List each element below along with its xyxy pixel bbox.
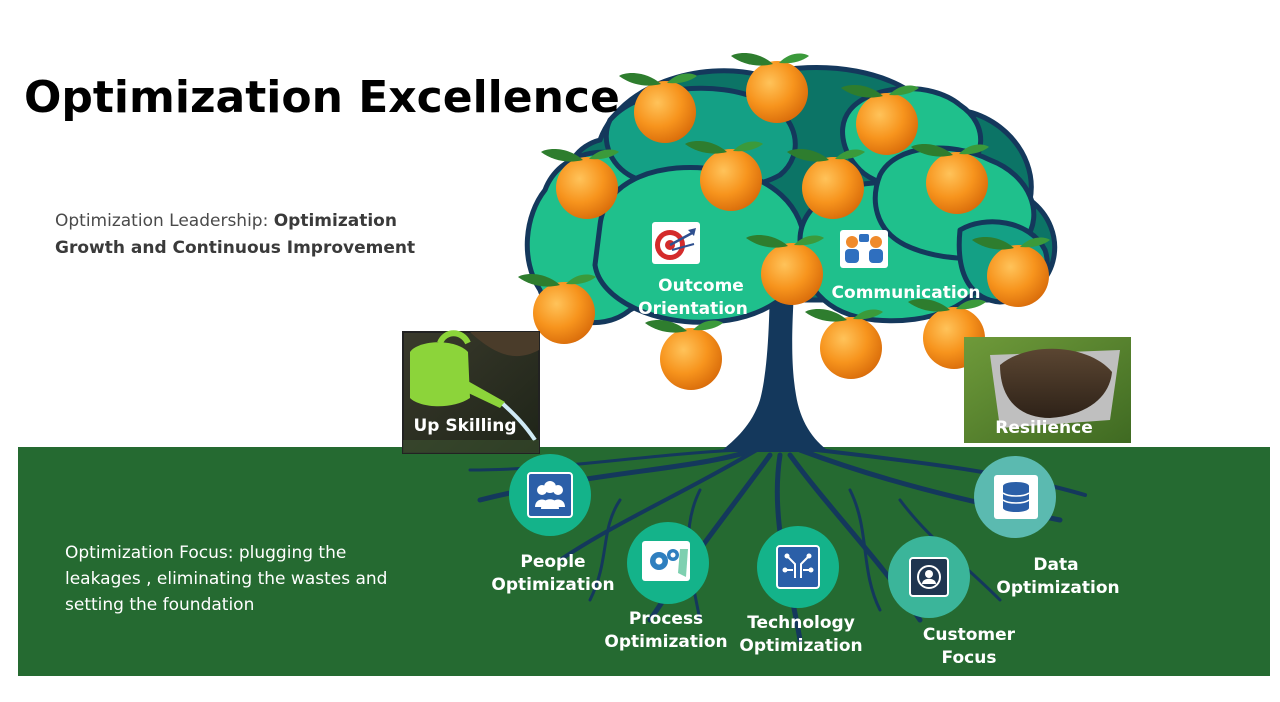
side-image-label: Up Skilling: [413, 416, 516, 436]
target-icon: [652, 222, 700, 264]
leadership-text: Optimization Leadership: Optimization Gr…: [55, 208, 435, 262]
root-label-line1: Customer: [923, 625, 1016, 645]
orange-fruit: [518, 274, 596, 344]
root-label-line1: Technology: [747, 613, 855, 633]
root-process-optimization: Process Optimization: [604, 522, 728, 652]
orange-fruit: [619, 73, 697, 143]
root-label-line1: People: [520, 552, 585, 572]
database-icon: [994, 475, 1038, 519]
customer-icon: [909, 557, 949, 597]
root-people-optimization: People Optimization: [491, 454, 615, 595]
root-data-optimization: Data Optimization: [974, 456, 1120, 598]
orange-fruit: [911, 144, 989, 214]
orange-fruit: [731, 53, 809, 123]
tree-trunk: [720, 260, 830, 452]
focus-text: Optimization Focus: plugging the leakage…: [65, 540, 425, 618]
root-label-line1: Process: [629, 609, 703, 629]
focus-value: plugging the leakages , eliminating the …: [65, 543, 388, 615]
orange-fruit: [685, 141, 763, 211]
root-label-line2: Optimization: [604, 632, 727, 652]
root-label-line2: Optimization: [739, 636, 862, 656]
oranges: [518, 53, 1050, 390]
root-label-line2: Focus: [942, 648, 997, 668]
leadership-label: Optimization Leadership:: [55, 211, 269, 231]
branch-label-line1: Communication: [832, 283, 981, 303]
root-label-line1: Data: [1033, 555, 1078, 575]
branch-label-line1: Outcome: [658, 276, 744, 296]
people-icon: [527, 472, 573, 518]
branch-communication: Communication: [832, 230, 981, 303]
focus-label: Optimization Focus:: [65, 543, 234, 563]
communication-icon: [840, 230, 888, 268]
root-label-line2: Optimization: [996, 578, 1119, 598]
root-technology-optimization: Technology Optimization: [739, 526, 863, 656]
orange-fruit: [972, 237, 1050, 307]
side-image-resilience: Resilience: [964, 337, 1131, 443]
orange-fruit: [645, 320, 723, 390]
orange-fruit: [841, 85, 919, 155]
side-image-label: Resilience: [995, 418, 1092, 438]
branch-outcome-orientation: Outcome Orientation: [638, 222, 748, 319]
root-label-line2: Optimization: [491, 575, 614, 595]
slide-title: Optimization Excellence: [24, 72, 620, 123]
orange-fruit: [805, 309, 883, 379]
side-image-up-skilling: Up Skilling: [402, 330, 540, 454]
orange-fruit: [746, 235, 824, 305]
soil-shovel-icon: [990, 348, 1120, 428]
gears-icon: [642, 541, 690, 581]
circuit-icon: [776, 545, 820, 589]
root-customer-focus: Customer Focus: [888, 536, 1016, 668]
watering-can-icon: [410, 330, 537, 442]
orange-fruit: [787, 149, 865, 219]
leadership-value: Optimization Growth and Continuous Impro…: [55, 211, 416, 258]
branch-label-line2: Orientation: [638, 299, 748, 319]
orange-fruit: [541, 149, 619, 219]
